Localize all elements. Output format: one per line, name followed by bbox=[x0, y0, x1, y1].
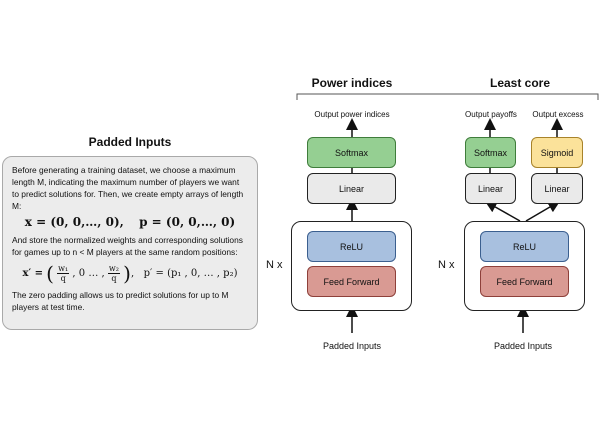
core-softmax-box: Softmax bbox=[465, 137, 516, 168]
power-indices-title: Power indices bbox=[311, 76, 393, 90]
core-linear-right-box: Linear bbox=[531, 173, 583, 204]
core-feedforward-box: Feed Forward bbox=[480, 266, 569, 297]
power-linear-box: Linear bbox=[307, 173, 396, 204]
least-core-title: Least core bbox=[489, 76, 551, 90]
arrow-core-block-linear-right bbox=[525, 200, 561, 222]
card-paragraph-1: Before generating a training dataset, we… bbox=[12, 165, 244, 211]
core-output-payoffs-label: Output payoffs bbox=[465, 110, 517, 119]
section-bracket bbox=[296, 93, 599, 100]
power-output-label: Output power indices bbox=[314, 110, 390, 119]
padded-inputs-title: Padded Inputs bbox=[88, 135, 172, 149]
card-paragraph-2: And store the normalized weights and cor… bbox=[12, 235, 243, 257]
core-relu-box: ReLU bbox=[480, 231, 569, 262]
core-input-label: Padded Inputs bbox=[493, 341, 553, 351]
padded-inputs-card: Before generating a training dataset, we… bbox=[2, 156, 258, 330]
card-equation-1: x = (0, 0,…, 0), p = (0, 0,…, 0) bbox=[24, 215, 236, 229]
power-relu-box: ReLU bbox=[307, 231, 396, 262]
core-output-excess-label: Output excess bbox=[532, 110, 584, 119]
power-input-label: Padded Inputs bbox=[322, 341, 382, 351]
core-sigmoid-box: Sigmoid bbox=[531, 137, 583, 168]
core-linear-left-box: Linear bbox=[465, 173, 516, 204]
power-softmax-box: Softmax bbox=[307, 137, 396, 168]
arrow-core-block-linear-left bbox=[484, 201, 521, 222]
card-paragraph-3: The zero padding allows us to predict so… bbox=[12, 290, 229, 312]
power-feedforward-box: Feed Forward bbox=[307, 266, 396, 297]
power-repeat-label: N x bbox=[266, 259, 283, 271]
core-repeat-label: N x bbox=[438, 259, 455, 271]
